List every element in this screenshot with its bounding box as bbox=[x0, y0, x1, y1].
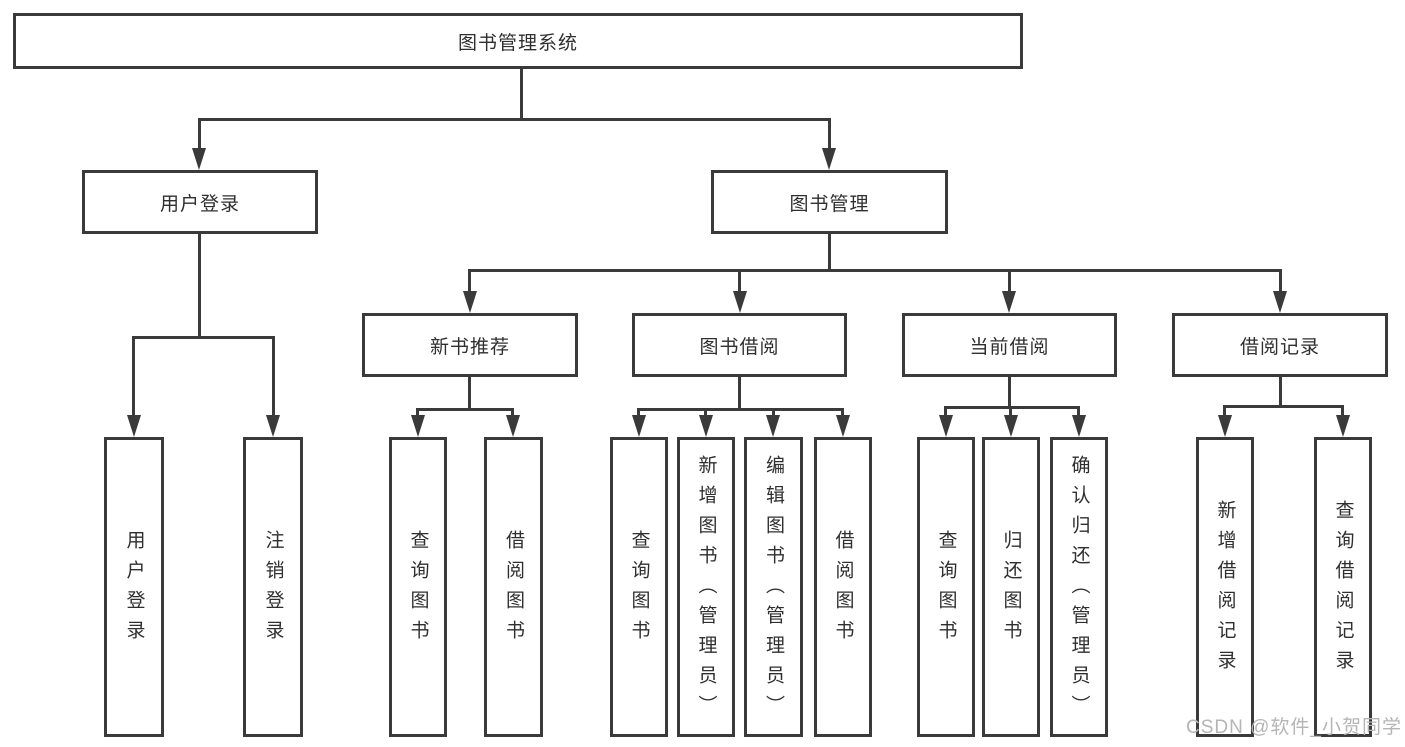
connector-user-login-hbar bbox=[132, 336, 275, 339]
connector-logout-leaf-drop bbox=[272, 336, 275, 418]
leaf-return-books: 归还图书 bbox=[982, 437, 1040, 737]
arrowhead-user-login bbox=[192, 148, 206, 170]
leaf-add-books-admin: 新增图书（管理员） bbox=[677, 437, 735, 737]
connector-borrowing-records-stem bbox=[1279, 377, 1282, 405]
node-current-borrowing: 当前借阅 bbox=[902, 313, 1117, 377]
connector-new-books-drop bbox=[468, 269, 471, 295]
arrowhead-bb-leaf1 bbox=[632, 415, 646, 437]
connector-book-borrowing-hbar bbox=[637, 408, 844, 411]
connector-new-books-hbar bbox=[416, 408, 514, 411]
connector-bb-leaf1-drop bbox=[637, 408, 640, 418]
node-book-borrowing: 图书借阅 bbox=[632, 313, 847, 377]
leaf-query-borrow-record: 查询借阅记录 bbox=[1314, 437, 1372, 737]
connector-book-management-stem bbox=[828, 234, 831, 269]
leaf-query-books-current: 查询图书 bbox=[917, 437, 975, 737]
arrowhead-book-borrowing bbox=[733, 291, 747, 313]
connector-nb-leaf2-drop bbox=[511, 408, 514, 418]
connector-cb-leaf1-drop bbox=[944, 406, 947, 418]
arrowhead-cb-leaf1 bbox=[939, 415, 953, 437]
node-borrowing-records: 借阅记录 bbox=[1172, 313, 1388, 377]
leaf-query-books-borrowing: 查询图书 bbox=[610, 437, 668, 737]
node-book-management: 图书管理 bbox=[711, 170, 948, 234]
connector-current-borrowing-stem bbox=[1008, 377, 1011, 406]
arrowhead-logout-leaf bbox=[266, 415, 280, 437]
connector-cb-leaf3-drop bbox=[1077, 406, 1080, 418]
connector-current-borrowing-drop bbox=[1008, 269, 1011, 295]
arrowhead-nb-leaf2 bbox=[506, 415, 520, 437]
arrowhead-login-leaf bbox=[127, 415, 141, 437]
connector-user-login-drop bbox=[198, 118, 201, 152]
connector-root-hbar bbox=[198, 118, 831, 121]
connector-user-login-stem bbox=[198, 234, 201, 336]
connector-nb-leaf1-drop bbox=[416, 408, 419, 418]
arrowhead-br-leaf2 bbox=[1336, 415, 1350, 437]
leaf-edit-books-admin: 编辑图书（管理员） bbox=[744, 437, 803, 737]
arrowhead-book-management bbox=[822, 148, 836, 170]
connector-book-borrowing-stem bbox=[738, 377, 741, 408]
connector-br-leaf2-drop bbox=[1341, 405, 1344, 418]
connector-current-borrowing-hbar bbox=[944, 406, 1080, 409]
csdn-watermark: CSDN @软件_小贺同学 bbox=[1186, 717, 1402, 738]
arrowhead-br-leaf1 bbox=[1218, 415, 1232, 437]
leaf-borrow-books-borrowing: 借阅图书 bbox=[814, 437, 872, 737]
leaf-add-borrow-record: 新增借阅记录 bbox=[1196, 437, 1254, 737]
leaf-query-books-newrec: 查询图书 bbox=[389, 437, 447, 737]
node-library-management-system: 图书管理系统 bbox=[13, 13, 1023, 69]
leaf-borrow-books-newrec: 借阅图书 bbox=[484, 437, 543, 737]
connector-borrowing-records-drop bbox=[1279, 269, 1282, 295]
arrowhead-new-books bbox=[463, 291, 477, 313]
arrowhead-bb-leaf2 bbox=[699, 415, 713, 437]
connector-new-books-stem bbox=[468, 377, 471, 408]
connector-book-management-drop bbox=[828, 118, 831, 152]
connector-bb-leaf4-drop bbox=[841, 408, 844, 418]
node-user-login: 用户登录 bbox=[82, 170, 318, 234]
leaf-confirm-return-admin: 确认归还（管理员） bbox=[1050, 437, 1108, 737]
connector-bb-leaf2-drop bbox=[704, 408, 707, 418]
arrowhead-cb-leaf2 bbox=[1004, 415, 1018, 437]
arrowhead-cb-leaf3 bbox=[1072, 415, 1086, 437]
connector-book-borrowing-drop bbox=[738, 269, 741, 295]
arrowhead-bb-leaf3 bbox=[766, 415, 780, 437]
leaf-logout: 注销登录 bbox=[243, 437, 303, 737]
connector-borrowing-records-hbar bbox=[1223, 405, 1344, 408]
node-new-book-recommendation: 新书推荐 bbox=[362, 313, 578, 377]
arrowhead-borrowing-records bbox=[1273, 291, 1287, 313]
arrowhead-current-borrowing bbox=[1002, 291, 1016, 313]
arrowhead-bb-leaf4 bbox=[836, 415, 850, 437]
connector-root-stem bbox=[520, 69, 523, 118]
connector-bb-leaf3-drop bbox=[772, 408, 775, 418]
connector-login-leaf-drop bbox=[132, 336, 135, 418]
connector-book-management-hbar bbox=[469, 269, 1282, 272]
leaf-user-login: 用户登录 bbox=[104, 437, 164, 737]
connector-br-leaf1-drop bbox=[1223, 405, 1226, 418]
connector-cb-leaf2-drop bbox=[1009, 406, 1012, 418]
arrowhead-nb-leaf1 bbox=[411, 415, 425, 437]
